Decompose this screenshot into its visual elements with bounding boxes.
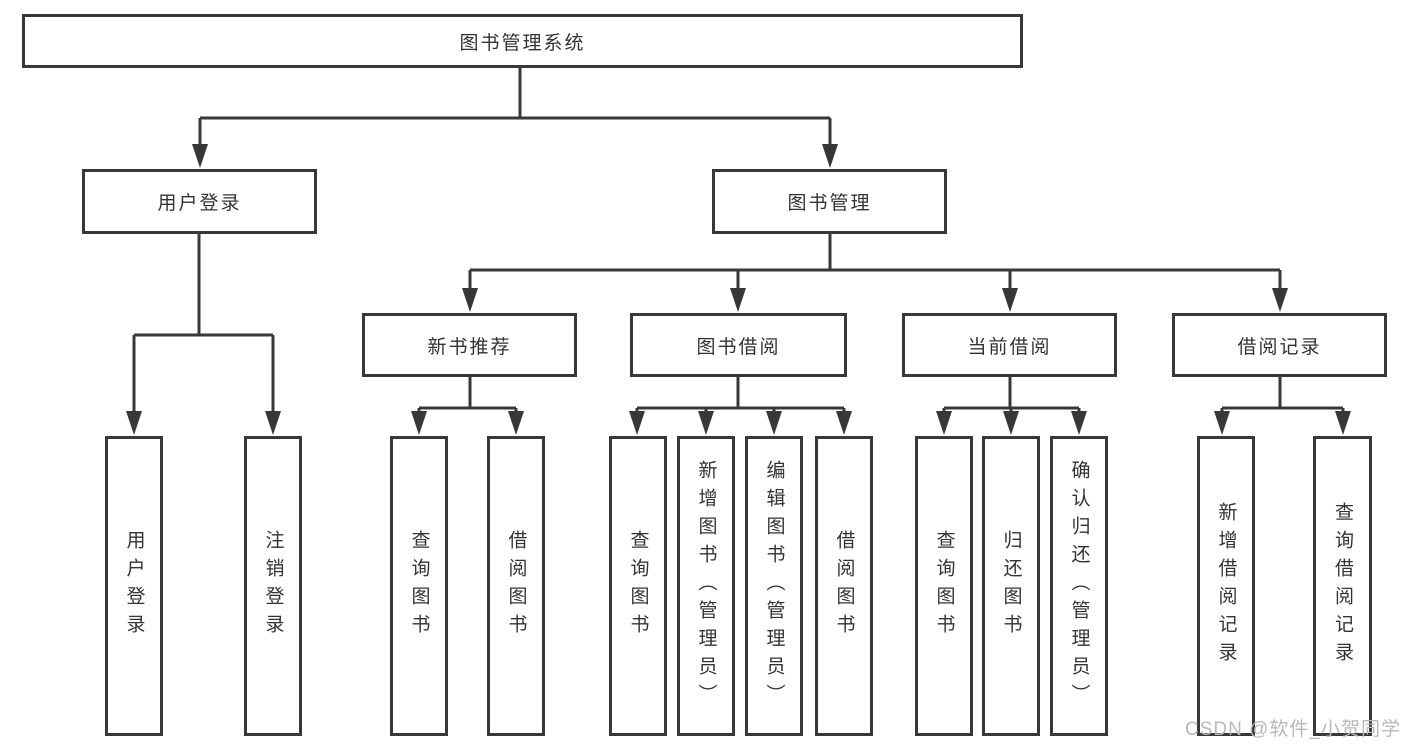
node-label: 注销登录 (262, 530, 284, 642)
node-leaf-borrow-books-2: 借阅图书 (815, 436, 873, 736)
node-label: 图书借阅 (696, 336, 781, 358)
node-label: 用户登录 (123, 530, 145, 642)
node-label: 确认归还（管理员） (1068, 460, 1090, 712)
node-book-management: 图书管理 (712, 169, 947, 234)
node-label: 归还图书 (1000, 530, 1022, 642)
node-leaf-user-login: 用户登录 (105, 436, 163, 736)
node-user-login-branch: 用户登录 (82, 169, 317, 234)
node-leaf-logout: 注销登录 (244, 436, 302, 736)
node-leaf-add-books-admin: 新增图书（管理员） (677, 436, 735, 736)
node-label: 查询图书 (627, 530, 649, 642)
node-label: 查询借阅记录 (1332, 502, 1353, 670)
watermark: CSDN @软件_小贺同学 (1185, 719, 1401, 740)
node-label: 图书管理 (787, 193, 872, 214)
node-new-book-recommend: 新书推荐 (362, 313, 577, 377)
node-leaf-edit-books-admin: 编辑图书（管理员） (745, 436, 803, 736)
node-leaf-query-books-3: 查询图书 (915, 436, 973, 736)
node-label: 当前借阅 (967, 336, 1052, 358)
node-label: 新书推荐 (427, 336, 512, 358)
node-label: 用户登录 (157, 193, 242, 214)
node-leaf-query-books-1: 查询图书 (390, 436, 448, 736)
node-leaf-confirm-return-admin: 确认归还（管理员） (1050, 436, 1108, 736)
arrowhead-icons (126, 144, 1351, 435)
node-leaf-query-borrow-record: 查询借阅记录 (1313, 436, 1372, 736)
node-borrowing-records: 借阅记录 (1172, 313, 1387, 377)
node-leaf-add-borrow-record: 新增借阅记录 (1197, 436, 1255, 736)
node-book-borrowing: 图书借阅 (630, 313, 847, 377)
node-label: 图书管理系统 (459, 32, 586, 54)
node-label: 查询图书 (408, 530, 430, 642)
node-current-borrowing: 当前借阅 (902, 313, 1117, 377)
node-label: 新增借阅记录 (1215, 502, 1237, 670)
node-label: 新增图书（管理员） (695, 460, 717, 712)
node-label: 借阅图书 (505, 530, 527, 642)
node-label: 借阅图书 (833, 530, 855, 642)
node-leaf-borrow-books-1: 借阅图书 (487, 436, 545, 736)
node-leaf-return-books: 归还图书 (982, 436, 1040, 736)
node-label: 借阅记录 (1237, 336, 1322, 358)
node-label: 编辑图书（管理员） (763, 460, 785, 712)
node-leaf-query-books-2: 查询图书 (609, 436, 667, 736)
node-root-system: 图书管理系统 (22, 14, 1023, 68)
node-label: 查询图书 (933, 530, 955, 642)
